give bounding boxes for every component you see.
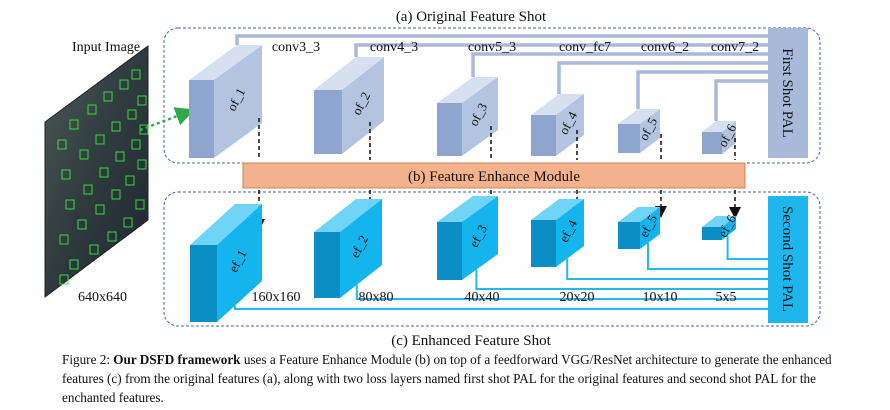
face-box: [115, 151, 125, 162]
panel-c-border: [163, 191, 821, 327]
face-box: [137, 95, 147, 106]
input-arrow: [139, 107, 195, 132]
ef-block: ef_3: [437, 196, 498, 280]
caption-prefix: Figure 2:: [62, 352, 114, 367]
face-box: [107, 231, 117, 242]
feature-enhance-module: [242, 162, 746, 189]
ef-block: ef_1: [190, 204, 262, 322]
first-shot-pal-label: First Shot PAL: [779, 48, 795, 137]
face-box: [77, 219, 87, 230]
of-block: of_6: [702, 121, 739, 154]
of-line: [557, 61, 768, 94]
second-shot-pal-label: Second Shot PAL: [779, 206, 795, 312]
ef-line: [566, 258, 768, 280]
caption-bold: Our DSFD framework: [113, 352, 241, 367]
face-box: [57, 139, 67, 150]
resolution-label: 5x5: [716, 290, 737, 305]
ef-block: ef_5: [618, 207, 660, 249]
panel-a-title: (a) Original Feature Shot: [396, 9, 547, 25]
ef-line: [475, 269, 768, 290]
face-box: [79, 149, 89, 160]
panel-c-title: (c) Enhanced Feature Shot: [391, 333, 551, 349]
face-box: [87, 104, 97, 115]
caption-text: uses a Feature Enhance Module (b) on top…: [62, 352, 832, 405]
of-line: [471, 52, 768, 77]
face-box: [125, 175, 135, 186]
face-box: [69, 119, 79, 130]
ef-line: [234, 305, 768, 310]
of-block: of_2: [314, 57, 384, 154]
original-feature-blocks: of_1 of_2 of_3 of_4 of_5 of_6: [189, 45, 739, 158]
resolution-label: 80x80: [359, 290, 394, 305]
ef-line: [726, 235, 768, 260]
face-box: [99, 167, 109, 178]
of-line: [354, 43, 768, 57]
of-block: of_4: [531, 94, 584, 156]
face-box: [131, 69, 141, 80]
ef-block: ef_6: [702, 212, 739, 240]
resolution-label: 40x40: [465, 290, 500, 305]
face-box: [65, 199, 75, 210]
original-feature-lines: [235, 34, 768, 121]
resolution-label: 10x10: [643, 290, 678, 305]
first-shot-pal-box: [768, 28, 808, 158]
resolution-label: 160x160: [252, 290, 301, 305]
ef-block: ef_2: [314, 199, 382, 298]
input-image: [44, 45, 149, 298]
layer-label: conv5_3: [468, 40, 516, 55]
enhanced-feature-lines: [234, 235, 768, 310]
second-shot-pal-box: [768, 196, 808, 323]
enhanced-feature-blocks: ef_1 ef_2 ef_3 ef_4 ef_5 ef_6: [190, 196, 739, 322]
of-block: of_5: [618, 109, 660, 153]
face-box: [103, 91, 113, 102]
input-image-label: Input Image: [72, 40, 140, 55]
face-box: [89, 244, 99, 255]
face-box: [135, 199, 145, 210]
of-line: [235, 34, 768, 45]
layer-label: conv_fc7: [559, 40, 611, 55]
face-box: [131, 139, 141, 150]
face-box: [111, 189, 121, 200]
of-line: [714, 79, 768, 121]
face-box: [123, 217, 133, 228]
of-to-fem-arrows: [258, 118, 736, 160]
resolution-label: 20x20: [560, 290, 595, 305]
of-block: of_3: [437, 77, 498, 156]
of-line: [636, 70, 768, 109]
ef-line: [355, 284, 768, 300]
face-box: [59, 234, 69, 245]
face-box: [69, 259, 79, 270]
face-box: [127, 109, 137, 120]
face-box: [137, 159, 147, 170]
layer-label: conv7_2: [711, 40, 759, 55]
face-box: [83, 184, 93, 195]
face-box: [111, 121, 121, 132]
ef-line: [647, 243, 768, 270]
layer-label: conv4_3: [370, 40, 418, 55]
face-box: [61, 169, 71, 180]
resolution-labels: 160x160 80x80 40x40 20x20 10x10 5x5: [252, 290, 737, 305]
face-box: [119, 79, 129, 90]
input-size-label: 640x640: [78, 290, 127, 305]
dsfd-figure: (a) Original Feature Shot (c) Enhanced F…: [44, 9, 821, 349]
of-block: of_1: [189, 45, 262, 158]
layer-label: conv3_3: [272, 40, 320, 55]
layer-labels: conv3_3 conv4_3 conv5_3 conv_fc7 conv6_2 conv…: [272, 40, 759, 55]
face-box: [59, 274, 69, 285]
panel-b-title: (b) Feature Enhance Module: [408, 169, 580, 185]
face-box: [95, 134, 105, 145]
figure-caption: Figure 2: Our DSFD framework uses a Feat…: [62, 350, 868, 407]
ef-block: ef_4: [531, 199, 584, 267]
face-box: [95, 204, 105, 215]
layer-label: conv6_2: [641, 40, 689, 55]
